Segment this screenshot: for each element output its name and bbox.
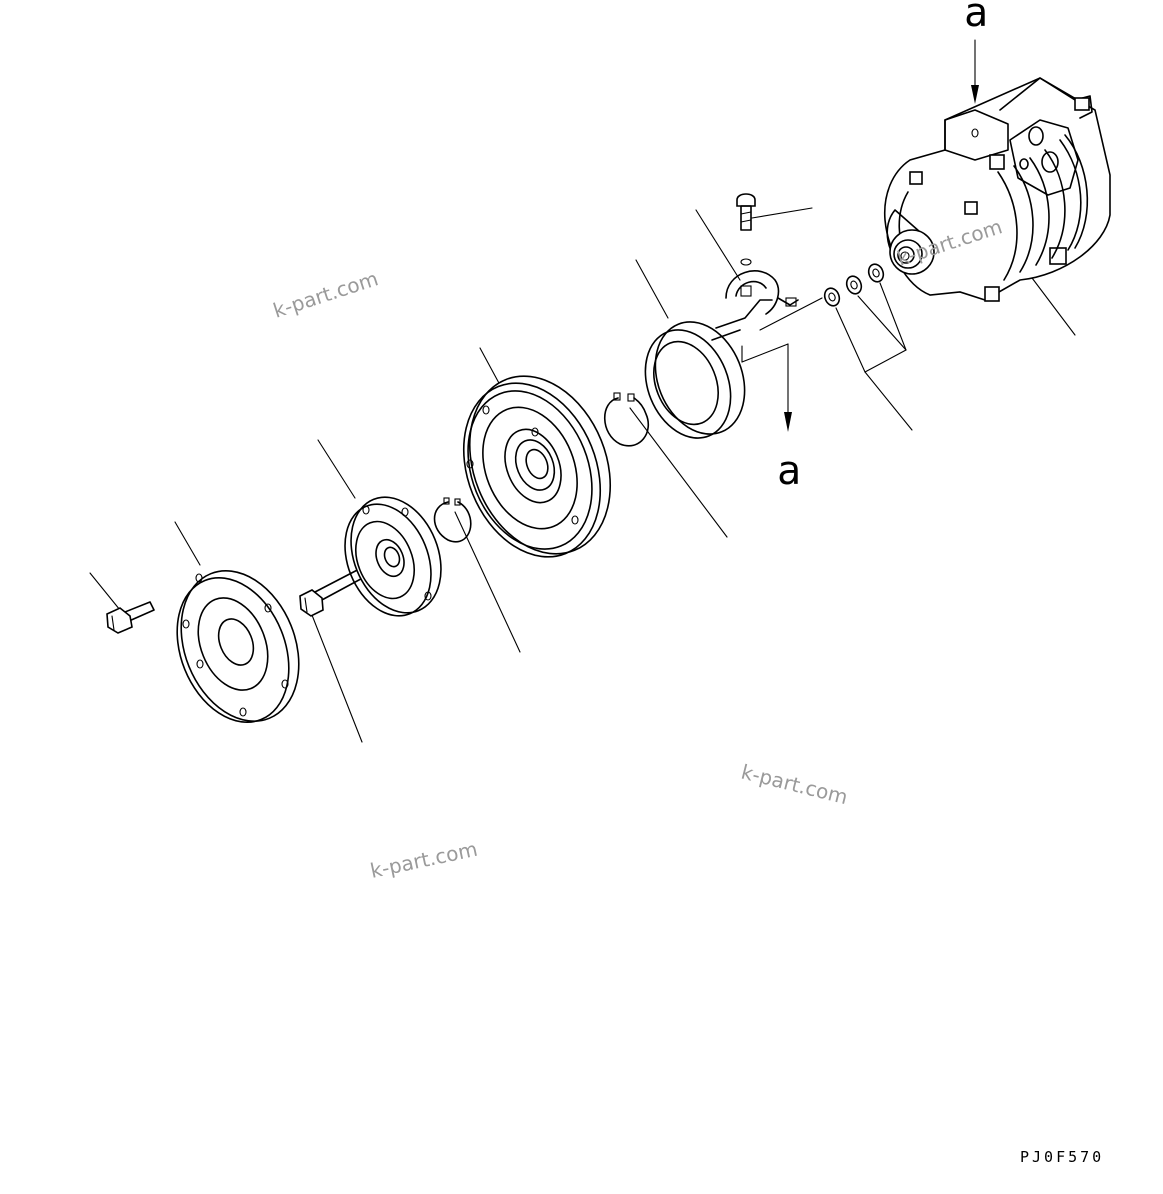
watermark: k-part.com — [368, 837, 480, 883]
compressor-body — [883, 77, 1111, 302]
snap-ring-large — [604, 392, 650, 447]
drawing-code: PJ0F570 — [1020, 1148, 1104, 1166]
watermark: k-part.com — [739, 760, 850, 810]
bracket-screw — [736, 193, 756, 231]
shims — [823, 263, 885, 307]
front-cover-plate — [176, 570, 300, 724]
callout-a-top: a — [964, 0, 988, 36]
snap-ring-small — [433, 497, 472, 543]
leader-lines — [89, 39, 1076, 743]
field-coil — [644, 299, 773, 439]
watermark: k-part.com — [270, 266, 381, 322]
pulley-rotor — [462, 375, 612, 558]
coil-bracket — [725, 258, 799, 315]
callout-a-bottom: a — [777, 448, 801, 494]
flange-bolt — [106, 601, 155, 634]
clutch-hub — [344, 496, 442, 617]
